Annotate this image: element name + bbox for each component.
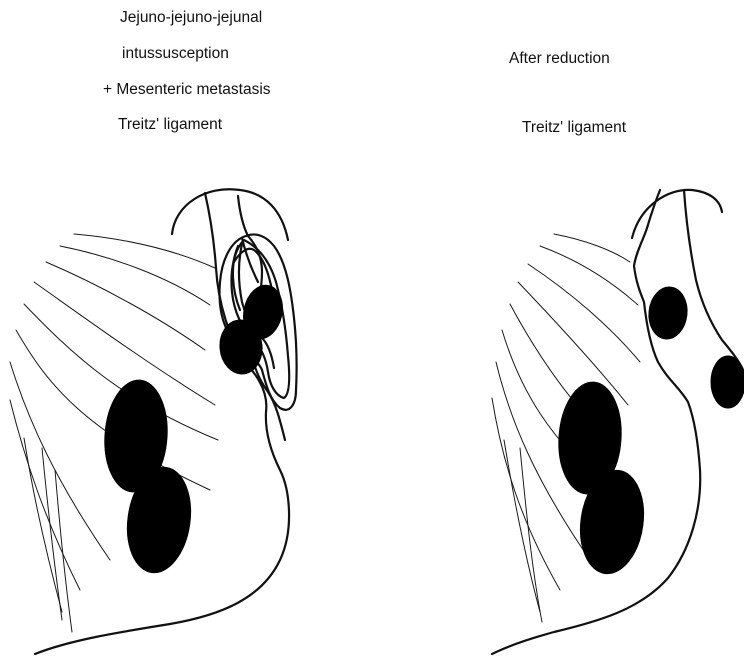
left-treitz-arc bbox=[172, 189, 288, 240]
right-bowel-right-wall bbox=[684, 190, 744, 372]
right-reduced-diagram bbox=[492, 190, 744, 654]
left-intussusception-diagram bbox=[10, 189, 297, 654]
